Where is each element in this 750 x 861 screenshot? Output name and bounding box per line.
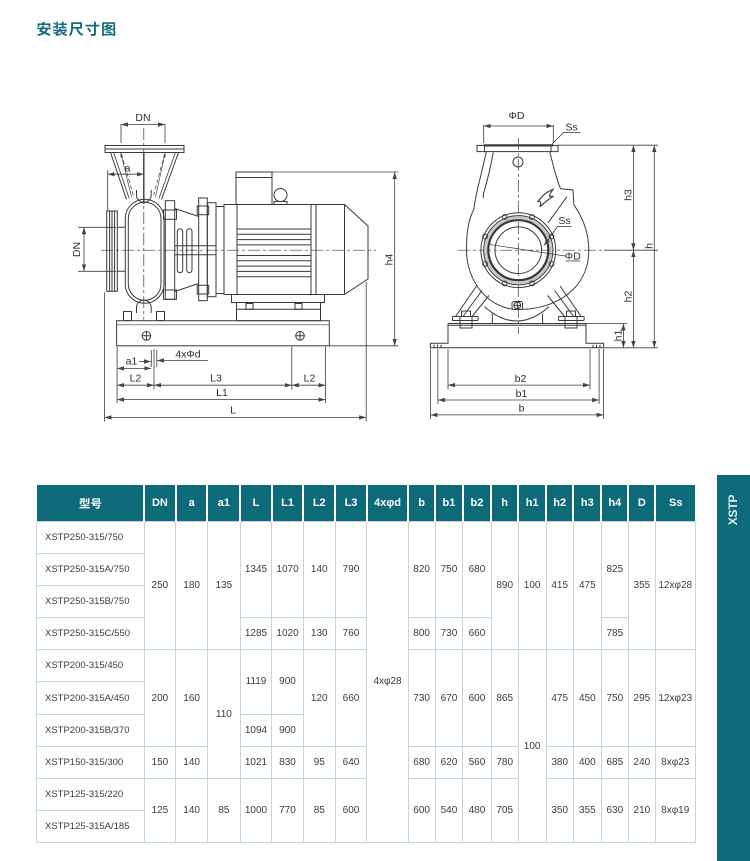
svg-text:b2: b2	[515, 373, 527, 385]
svg-text:L3: L3	[210, 373, 222, 385]
svg-text:b1: b1	[516, 388, 528, 400]
svg-text:L2: L2	[130, 373, 142, 385]
svg-text:4xΦd: 4xΦd	[175, 349, 200, 361]
svg-text:h2: h2	[623, 291, 635, 303]
svg-text:h1: h1	[613, 330, 625, 342]
svg-text:ΦD: ΦD	[509, 110, 525, 122]
svg-text:a: a	[125, 163, 131, 175]
svg-text:a1: a1	[126, 356, 138, 368]
svg-text:DN: DN	[135, 112, 150, 124]
svg-text:L1: L1	[216, 387, 228, 399]
svg-text:Ss: Ss	[565, 122, 577, 134]
svg-text:b: b	[519, 403, 525, 415]
svg-text:DN: DN	[71, 242, 83, 257]
svg-text:L2: L2	[304, 373, 316, 385]
svg-text:Ss: Ss	[558, 215, 570, 227]
svg-text:L: L	[230, 405, 236, 417]
svg-text:ΦD: ΦD	[565, 251, 581, 263]
svg-text:h: h	[643, 243, 655, 249]
svg-text:h3: h3	[623, 189, 635, 201]
svg-text:h4: h4	[384, 254, 396, 266]
